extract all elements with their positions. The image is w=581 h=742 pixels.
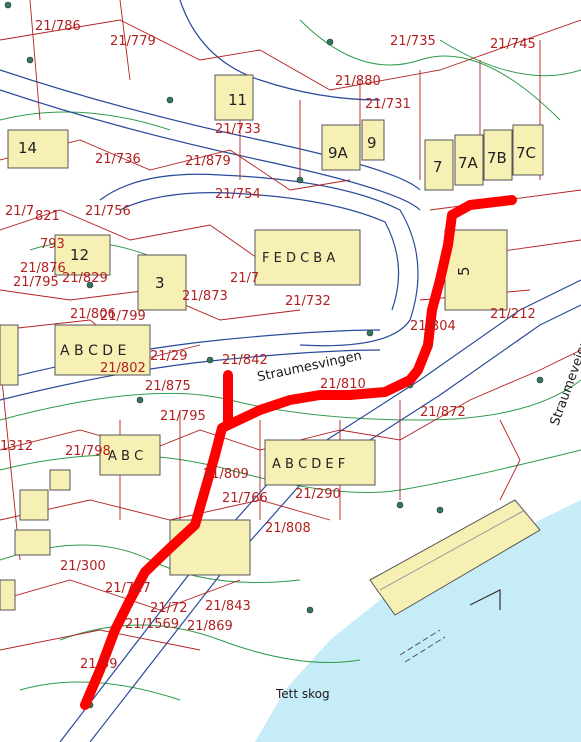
building-label-row-abcd: A B C D E — [60, 343, 126, 359]
building-label-7: 7 — [433, 158, 443, 176]
building-label-9a: 9A — [328, 144, 349, 162]
pier — [369, 499, 541, 663]
parcel-label: 21/842 — [222, 353, 268, 368]
parcel-label: 21/809 — [203, 467, 249, 482]
building-label-7c: 7C — [516, 144, 536, 162]
parcel-label: 21/799 — [100, 309, 146, 324]
building-label-7a: 7A — [458, 154, 479, 172]
parcel-label: 21/735 — [390, 34, 436, 49]
parcel-label: 821 — [35, 209, 60, 224]
building-7c — [512, 124, 544, 176]
building-14 — [7, 129, 69, 169]
parcel-label: 21/829 — [62, 271, 108, 286]
parcel-label: 21/733 — [215, 122, 261, 137]
parcel-label: 21/806 — [70, 307, 116, 322]
water-area — [255, 500, 581, 742]
building-label-14: 14 — [18, 139, 37, 157]
route-main — [80, 195, 517, 710]
building-label-11: 11 — [228, 91, 247, 109]
building-label-row-right: A B C D E F — [272, 457, 345, 472]
parcel-label: 21/1569 — [125, 617, 179, 632]
building-3 — [137, 254, 187, 311]
building-label-row-mid: A B C — [108, 449, 143, 464]
parcel-label: 21/879 — [185, 154, 231, 169]
building-labels: 11 9A 9 7 7A 7B 7C 5 14 12 3 F E D C B A… — [18, 91, 536, 472]
parcel-label: 21/808 — [265, 521, 311, 536]
building-label-12: 12 — [70, 246, 89, 264]
building-9a — [321, 124, 361, 171]
building-label-3: 3 — [155, 274, 165, 292]
building-7b — [483, 129, 513, 181]
building-row-top — [254, 229, 361, 286]
parcel-label: 21/745 — [490, 37, 536, 52]
contour-lines — [0, 19, 581, 701]
parcel-label: 21/876 — [20, 261, 66, 276]
parcel-label: 21/798 — [65, 444, 111, 459]
building-7 — [424, 139, 454, 191]
building-row-right — [264, 439, 376, 486]
parcel-label: 21/212 — [490, 307, 536, 322]
parcel-label: 793 — [40, 237, 65, 252]
building-7a — [454, 134, 484, 186]
parcel-label: 21/869 — [187, 619, 233, 634]
parcel-label: 21/875 — [145, 379, 191, 394]
parcel-label: 21/7 — [230, 271, 259, 286]
building-label-9: 9 — [367, 134, 377, 152]
building-label-5: 5 — [455, 266, 473, 276]
parcel-label: 21/754 — [215, 187, 261, 202]
parcel-label: 21/873 — [182, 289, 228, 304]
parcel-label: 21/766 — [222, 491, 268, 506]
parcel-label: 21/290 — [295, 487, 341, 502]
parcel-label: 21/72 — [150, 601, 187, 616]
route — [80, 195, 517, 710]
building-11 — [214, 74, 254, 121]
parcel-label: 21/300 — [60, 559, 106, 574]
parcel-label: 21/779 — [110, 34, 156, 49]
parcel-label: 21/786 — [35, 19, 81, 34]
building-5 — [444, 229, 508, 311]
building-row-mid — [99, 434, 161, 476]
parcel-label: 1312 — [0, 439, 33, 454]
parcel-label: 21/736 — [95, 152, 141, 167]
building-label-row-top: F E D C B A — [262, 251, 335, 266]
parcel-label: 21/731 — [365, 97, 411, 112]
building-label-7b: 7B — [487, 149, 507, 167]
parcel-label: 21/880 — [335, 74, 381, 89]
building-12 — [54, 234, 111, 276]
parcel-label: 21/732 — [285, 294, 331, 309]
parcel-label: 21/810 — [320, 377, 366, 392]
parcel-label: 21/872 — [420, 405, 466, 420]
building-9 — [361, 119, 385, 161]
buildings — [0, 74, 544, 611]
parcel-label: 21/795 — [160, 409, 206, 424]
parcel-label: 21/804 — [410, 319, 456, 334]
parcel-label: 21/29 — [150, 349, 187, 364]
parcel-label: 21/59 — [80, 657, 117, 672]
parcel-label: 21/795 — [13, 275, 59, 290]
parcel-label: 21/843 — [205, 599, 251, 614]
building-row-abcd — [54, 324, 151, 376]
parcel-label: 21/727 — [105, 581, 151, 596]
building-lower — [169, 519, 251, 576]
parcel-label: 21/802 — [100, 361, 146, 376]
parcel-label: 21/756 — [85, 204, 131, 219]
place-label-forest: Tett skog — [275, 687, 330, 701]
parcel-label: 21/7 — [5, 204, 34, 219]
